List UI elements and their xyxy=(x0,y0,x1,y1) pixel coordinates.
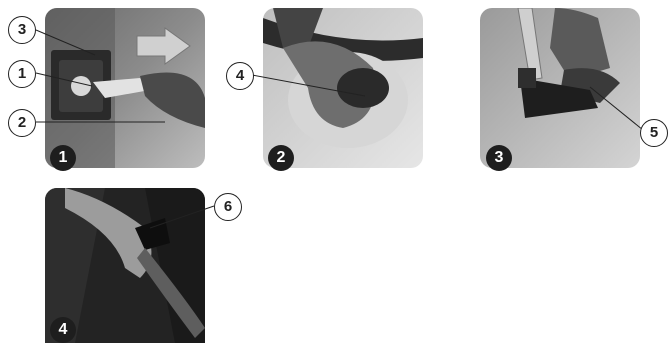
callout-6: 6 xyxy=(214,193,242,221)
hose-inlet-image xyxy=(263,8,423,168)
step-1-badge: 1 xyxy=(50,145,76,171)
wall-socket-plug-image xyxy=(45,8,205,168)
callout-3: 3 xyxy=(8,16,36,44)
step-2-badge: 2 xyxy=(268,145,294,171)
callout-5: 5 xyxy=(640,119,668,147)
callout-2: 2 xyxy=(8,109,36,137)
step-3-photo xyxy=(480,8,640,168)
floor-nozzle-image xyxy=(480,8,640,168)
step-2-photo xyxy=(263,8,423,168)
step-4-badge: 4 xyxy=(50,317,76,343)
callout-4: 4 xyxy=(226,62,254,90)
step-3-badge: 3 xyxy=(486,145,512,171)
step-1-photo xyxy=(45,8,205,168)
callout-1: 1 xyxy=(8,60,36,88)
